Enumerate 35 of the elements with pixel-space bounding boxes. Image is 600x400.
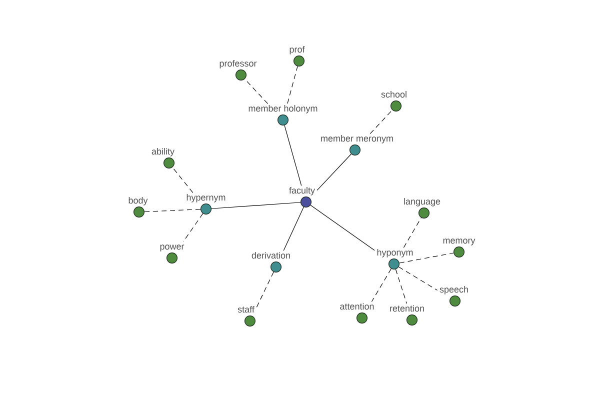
node-label: memory — [443, 238, 476, 246]
node-label: power — [160, 244, 184, 252]
node-label: language — [404, 198, 440, 206]
node-label: hypernym — [186, 194, 226, 202]
edge-line — [211, 202, 301, 209]
edge-line — [256, 272, 274, 308]
edge-line — [287, 66, 298, 104]
node-label: ability — [152, 148, 174, 156]
node-label: faculty — [289, 186, 315, 196]
node-label: hyponym — [377, 248, 413, 258]
edge-line — [144, 208, 201, 212]
node-label: professor — [220, 60, 257, 68]
node-label: member holonym — [248, 104, 318, 114]
edge-line — [371, 268, 392, 302]
node-label: retention — [390, 304, 424, 312]
node-label: school — [381, 90, 406, 98]
node-label: attention — [340, 302, 374, 310]
node-label: body — [128, 196, 148, 206]
edge-line — [370, 110, 393, 134]
node-label: derivation — [252, 252, 290, 259]
edge-line — [183, 213, 204, 242]
node-label: member meronym — [321, 134, 393, 144]
edge-line — [244, 78, 268, 104]
edge-line — [316, 154, 352, 191]
node-label: staff — [238, 306, 254, 313]
edge-line — [398, 266, 438, 291]
edge-line — [399, 252, 454, 264]
edge-line — [403, 217, 422, 248]
edge-line — [172, 166, 194, 193]
edge-line — [310, 204, 375, 251]
edge-line — [395, 268, 408, 304]
edge-line — [283, 206, 304, 251]
node-label: speech — [440, 286, 468, 294]
node-label: prof — [290, 46, 305, 54]
edge-line — [284, 125, 302, 186]
